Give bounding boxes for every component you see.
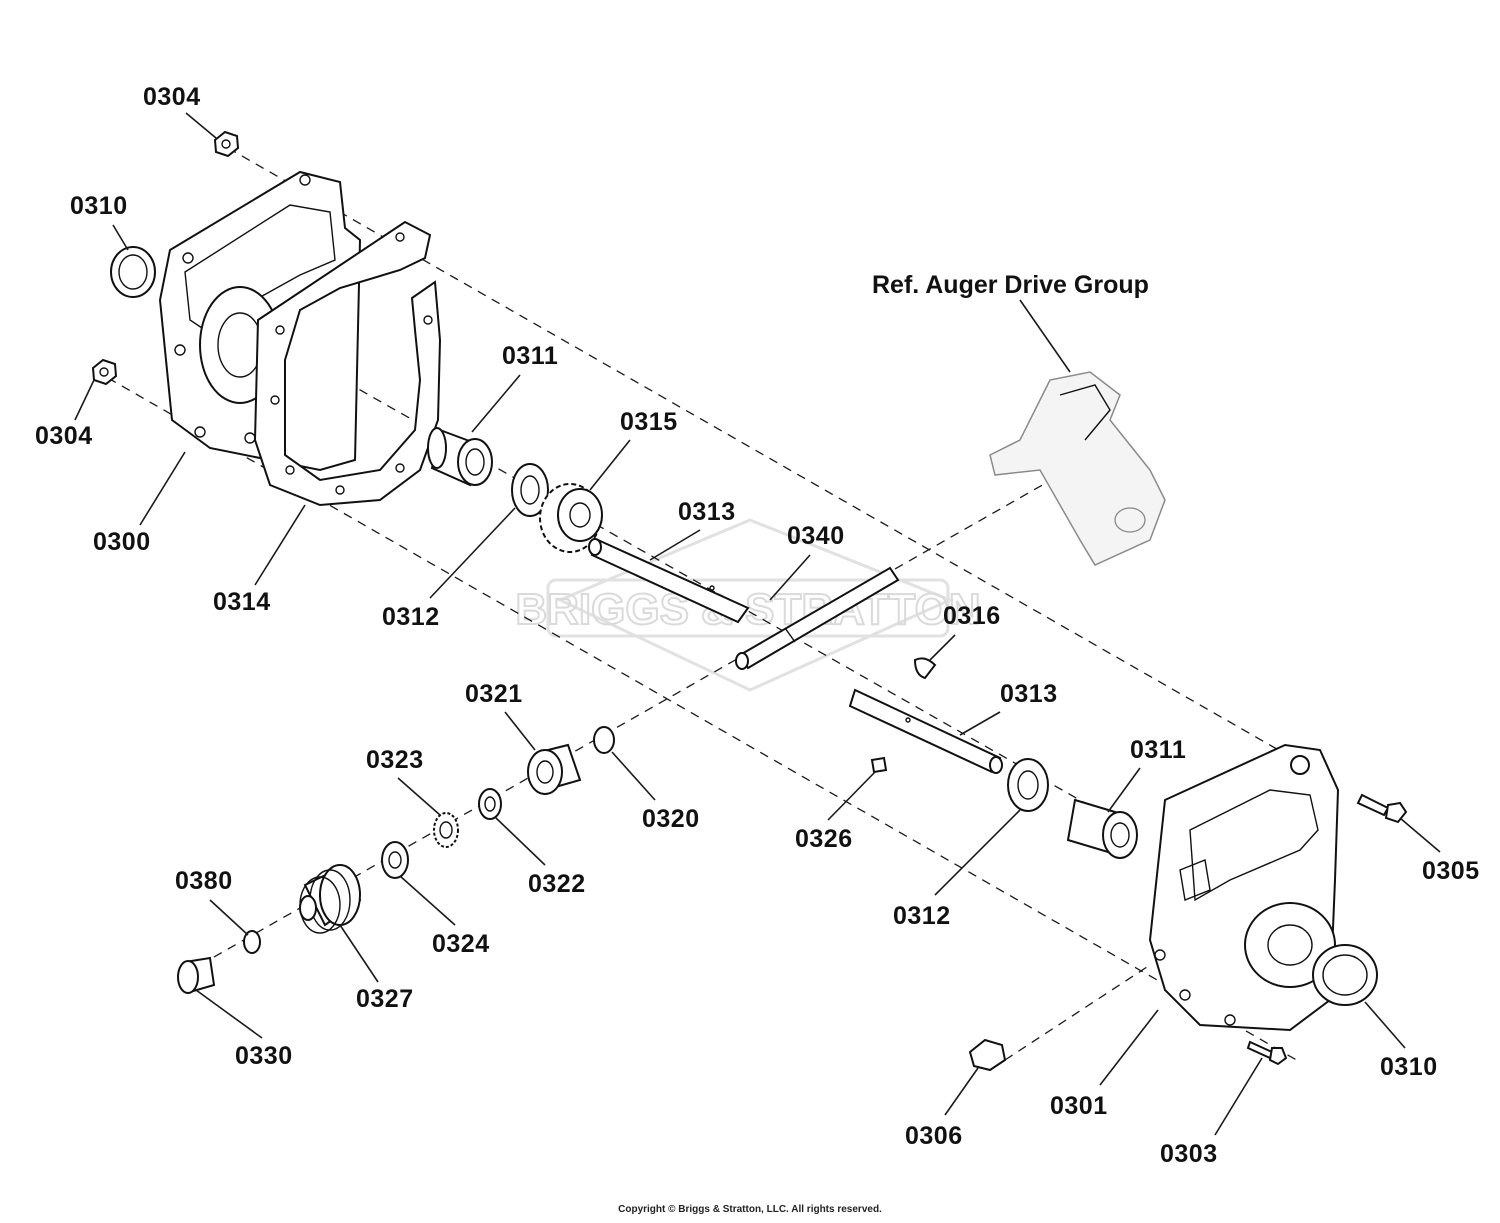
leader-lines: [74, 112, 1441, 1136]
ring-0380: [243, 930, 261, 954]
shaft-0340: [735, 566, 900, 670]
callout-0315: 0315: [620, 408, 678, 436]
washer-0312-left: [511, 463, 549, 517]
pin-0326: [870, 756, 888, 774]
callout-0380: 0380: [175, 867, 233, 895]
callout-labels: 0304 0310 0304 0300 0314 0311 0315 0312 …: [35, 83, 1480, 1168]
callout-0321: 0321: [465, 680, 523, 708]
callout-0313-upper: 0313: [678, 498, 736, 526]
callout-0320: 0320: [642, 805, 700, 833]
callout-0300: 0300: [93, 528, 151, 556]
callout-0313-lower: 0313: [1000, 680, 1058, 708]
shaft-0313-lower: [848, 688, 1003, 774]
ref-auger-drive-group-label: Ref. Auger Drive Group: [872, 271, 1149, 299]
callout-0306: 0306: [905, 1122, 963, 1150]
key-0316: [913, 657, 937, 680]
callout-0304-top: 0304: [143, 83, 201, 111]
right-housing-0301: [1148, 743, 1340, 1032]
seal-0310-right: [1312, 944, 1378, 1006]
worm-0327: [299, 864, 362, 934]
gear-0315: [539, 483, 603, 553]
bushing-0311-left: [427, 427, 493, 487]
callout-0340: 0340: [787, 522, 845, 550]
callout-0310-left: 0310: [70, 192, 128, 220]
shaft-0313-upper: [588, 538, 750, 624]
screw-0305: [1356, 793, 1408, 824]
callout-0301: 0301: [1050, 1092, 1108, 1120]
callout-0303: 0303: [1160, 1140, 1218, 1168]
bearing-0323: [433, 812, 459, 848]
auger-drive-group-ref: [989, 371, 1166, 566]
gasket-0314: [253, 220, 442, 507]
seal-0310-left: [110, 246, 156, 298]
screw-0303: [1246, 1040, 1288, 1066]
callout-0310-right: 0310: [1380, 1053, 1438, 1081]
callout-0323: 0323: [366, 746, 424, 774]
bushing-0330: [177, 956, 216, 994]
flange-bushing-0321: [527, 743, 582, 795]
callout-0314: 0314: [213, 588, 271, 616]
callout-0316: 0316: [943, 602, 1001, 630]
callout-0327: 0327: [356, 985, 414, 1013]
nut-0304-top: [213, 130, 240, 158]
callout-0326: 0326: [795, 825, 853, 853]
ring-0320: [593, 726, 615, 754]
washer-0322: [478, 788, 502, 820]
callout-0330: 0330: [235, 1042, 293, 1070]
bushing-0311-right: [1066, 798, 1138, 859]
washer-0312-right: [1007, 758, 1049, 812]
callout-0311-left: 0311: [502, 342, 558, 370]
callout-0324: 0324: [432, 930, 490, 958]
callout-0322: 0322: [528, 870, 586, 898]
washer-0324: [381, 841, 409, 879]
callout-0312-left: 0312: [382, 603, 440, 631]
nut-0306: [968, 1038, 1007, 1072]
callout-0304-left: 0304: [35, 422, 93, 450]
callout-0312-right: 0312: [893, 902, 951, 930]
copyright-notice: Copyright © Briggs & Stratton, LLC. All …: [618, 1204, 882, 1215]
callout-0311-right: 0311: [1130, 736, 1186, 764]
callout-0305: 0305: [1422, 857, 1480, 885]
